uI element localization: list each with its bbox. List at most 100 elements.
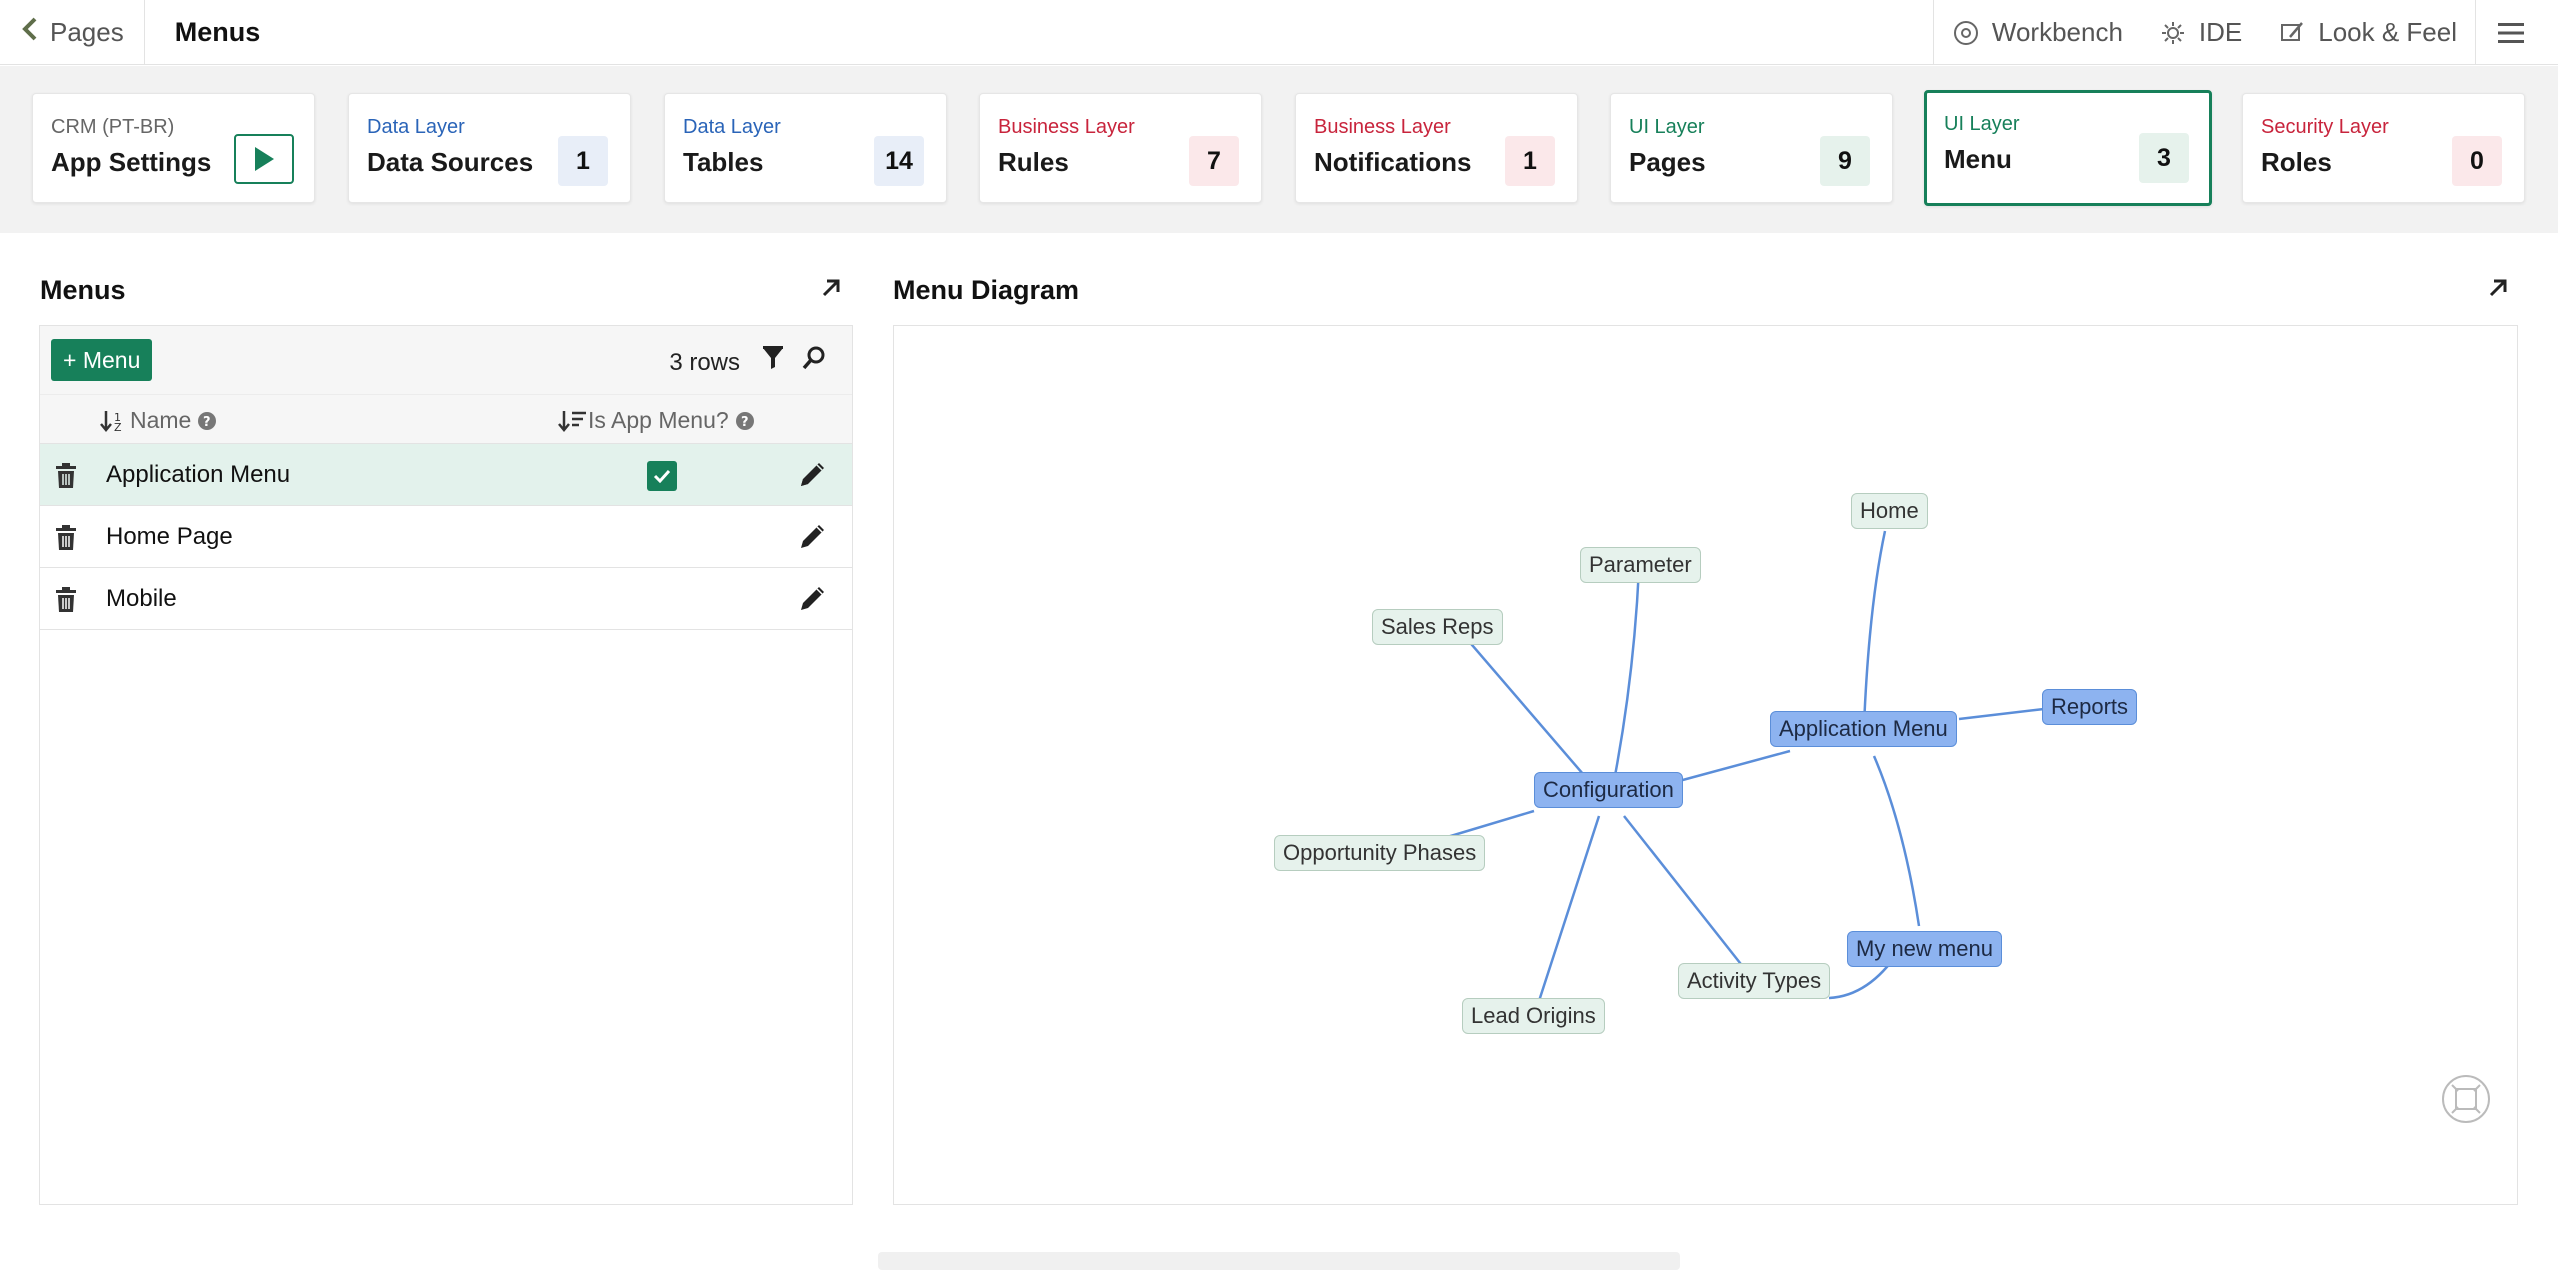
back-to-pages-link[interactable]: Pages xyxy=(0,0,145,65)
layer-cards-band: CRM (PT-BR) App Settings Data Layer Data… xyxy=(0,66,2558,233)
edge-configuration-opportunity-phases xyxy=(1443,809,1535,840)
card-count-badge: 14 xyxy=(874,136,924,186)
edge-home-application-menu xyxy=(1862,530,1887,727)
fit-to-screen-button[interactable] xyxy=(2441,1074,2491,1129)
card-label: Roles xyxy=(2261,147,2332,177)
help-icon: ? xyxy=(198,411,217,430)
card-roles[interactable]: Security Layer Roles 0 xyxy=(2242,93,2525,203)
card-layer: Data Layer xyxy=(683,116,781,138)
delete-row-button[interactable] xyxy=(56,587,76,618)
diagram-node-opportunity-phases[interactable]: Opportunity Phases xyxy=(1274,835,1486,871)
diagram-node-lead-origins[interactable]: Lead Origins xyxy=(1462,998,1605,1034)
diagram-edges xyxy=(1443,530,2045,1002)
edge-sales-reps-configuration xyxy=(1453,623,1590,782)
card-menu-active[interactable]: UI Layer Menu 3 xyxy=(1924,90,2212,206)
diagram-panel-title: Menu Diagram xyxy=(893,275,1080,305)
pencil-icon xyxy=(801,587,824,610)
diagram-node-configuration[interactable]: Configuration xyxy=(1534,772,1683,808)
edit-row-button[interactable] xyxy=(797,520,829,557)
card-layer: UI Layer xyxy=(1629,116,1705,138)
table-row[interactable]: Home Page xyxy=(40,506,852,568)
filter-icon xyxy=(763,346,783,369)
card-count-badge: 0 xyxy=(2452,136,2502,186)
pencil-icon xyxy=(801,463,824,486)
run-app-button[interactable] xyxy=(234,134,294,184)
card-label: App Settings xyxy=(51,147,212,177)
pencil-icon xyxy=(801,525,824,548)
help-icon: ? xyxy=(735,411,754,430)
diagram-node-reports[interactable]: Reports xyxy=(2042,689,2138,725)
trash-icon xyxy=(56,525,76,550)
is-app-menu-checkbox[interactable] xyxy=(647,461,677,491)
card-rules[interactable]: Business Layer Rules 7 xyxy=(979,93,1262,203)
ide-button[interactable]: IDE xyxy=(2141,0,2260,65)
row-name: Application Menu xyxy=(106,461,291,488)
expand-menus-panel-button[interactable] xyxy=(820,277,842,304)
card-notifications[interactable]: Business Layer Notifications 1 xyxy=(1295,93,1578,203)
top-right-nav: Workbench IDE Look & Feel xyxy=(1932,0,2558,65)
edge-configuration-activity-types xyxy=(1623,815,1745,969)
edge-application-menu-my-new-menu xyxy=(1872,755,1921,927)
look-and-feel-label: Look & Feel xyxy=(2318,17,2457,47)
row-name: Mobile xyxy=(106,585,177,612)
brush-icon xyxy=(2281,21,2304,41)
gear-icon xyxy=(2161,21,2184,44)
diagram-node-sales-reps[interactable]: Sales Reps xyxy=(1372,609,1503,645)
horizontal-scrollbar[interactable] xyxy=(878,1252,1680,1270)
search-button[interactable] xyxy=(802,346,826,375)
expand-arrow-icon xyxy=(2489,279,2507,297)
workbench-button[interactable]: Workbench xyxy=(1934,0,2141,65)
card-count-badge: 1 xyxy=(1505,136,1555,186)
card-label: Tables xyxy=(683,147,764,177)
edit-row-button[interactable] xyxy=(797,582,829,619)
menu-diagram-canvas[interactable]: Home Parameter Sales Reps Application Me… xyxy=(893,325,2518,1205)
card-count-badge: 1 xyxy=(558,136,608,186)
card-label: Notifications xyxy=(1314,147,1472,177)
card-tables[interactable]: Data Layer Tables 14 xyxy=(664,93,947,203)
filter-button[interactable] xyxy=(762,346,784,375)
svg-text:1: 1 xyxy=(114,411,121,424)
card-layer: UI Layer xyxy=(1944,113,2020,135)
diagram-node-home[interactable]: Home xyxy=(1851,493,1928,529)
delete-row-button[interactable] xyxy=(56,525,76,556)
hamburger-menu-button[interactable] xyxy=(2475,0,2558,65)
search-icon xyxy=(802,346,825,370)
card-label: Menu xyxy=(1944,144,2012,174)
back-label: Pages xyxy=(50,16,124,47)
table-row[interactable]: Mobile xyxy=(40,568,852,630)
edge-application-menu-reports xyxy=(1958,707,2045,721)
card-layer: Security Layer xyxy=(2261,116,2389,138)
diagram-node-activity-types[interactable]: Activity Types xyxy=(1678,963,1831,999)
is-app-menu-column-label: Is App Menu? xyxy=(588,407,729,433)
svg-text:?: ? xyxy=(741,415,749,430)
expand-diagram-panel-button[interactable] xyxy=(2487,277,2509,304)
card-label: Data Sources xyxy=(367,147,534,177)
edit-row-button[interactable] xyxy=(797,458,829,495)
name-column-label: Name xyxy=(130,407,192,433)
card-app-settings[interactable]: CRM (PT-BR) App Settings xyxy=(32,93,315,203)
card-layer: Business Layer xyxy=(998,116,1135,138)
list-toolbar: + Menu 3 rows xyxy=(40,326,852,394)
table-row[interactable]: Application Menu xyxy=(40,444,852,506)
card-count-badge: 9 xyxy=(1820,136,1870,186)
look-and-feel-button[interactable]: Look & Feel xyxy=(2260,0,2475,65)
expand-arrow-icon xyxy=(822,279,840,297)
top-bar: Pages Menus Workbench IDE Look & Feel xyxy=(0,0,2558,65)
delete-row-button[interactable] xyxy=(56,463,76,494)
card-pages[interactable]: UI Layer Pages 9 xyxy=(1610,93,1893,203)
card-count-badge: 7 xyxy=(1189,136,1239,186)
edge-application-menu-configuration xyxy=(1678,749,1791,783)
hamburger-icon xyxy=(2498,22,2524,43)
card-layer: Data Layer xyxy=(367,116,465,138)
page-title: Menus xyxy=(174,16,261,47)
diagram-node-application-menu[interactable]: Application Menu xyxy=(1770,711,1957,747)
card-data-sources[interactable]: Data Layer Data Sources 1 xyxy=(348,93,631,203)
diagram-node-parameter[interactable]: Parameter xyxy=(1580,547,1701,583)
is-app-menu-column-header[interactable]: Is App Menu? ? xyxy=(558,407,755,434)
add-menu-button[interactable]: + Menu xyxy=(51,339,153,381)
diagram-node-my-new-menu[interactable]: My new menu xyxy=(1847,931,2002,967)
edge-parameter-configuration xyxy=(1612,567,1641,782)
